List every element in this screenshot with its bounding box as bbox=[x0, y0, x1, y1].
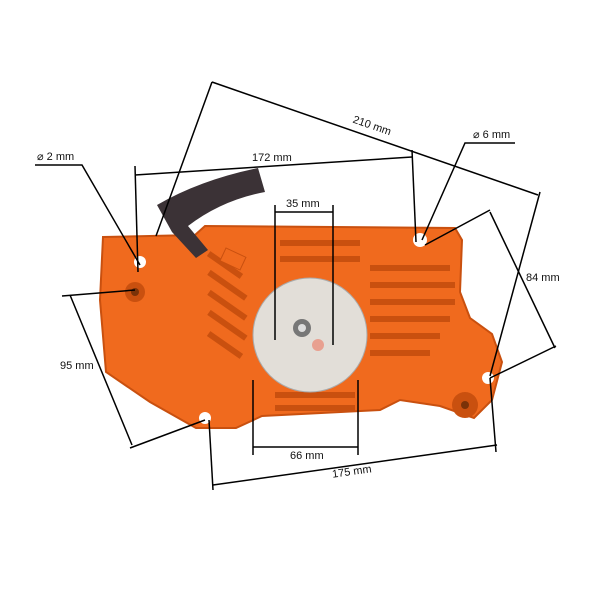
pulley-disc bbox=[252, 277, 368, 393]
dimension-label-66: 66 mm bbox=[290, 450, 324, 462]
dimension-label-172: 172 mm bbox=[252, 152, 292, 164]
dimension-label-95: 95 mm bbox=[60, 360, 94, 372]
dimension-label-35: 35 mm bbox=[286, 198, 320, 210]
dimension-lines bbox=[35, 81, 557, 491]
dimension-label-hole-6: ⌀ 6 mm bbox=[473, 129, 511, 141]
dimension-label-84: 84 mm bbox=[526, 272, 560, 284]
pull-handle bbox=[157, 168, 265, 271]
dimension-label-hole-2: ⌀ 2 mm bbox=[37, 151, 75, 163]
